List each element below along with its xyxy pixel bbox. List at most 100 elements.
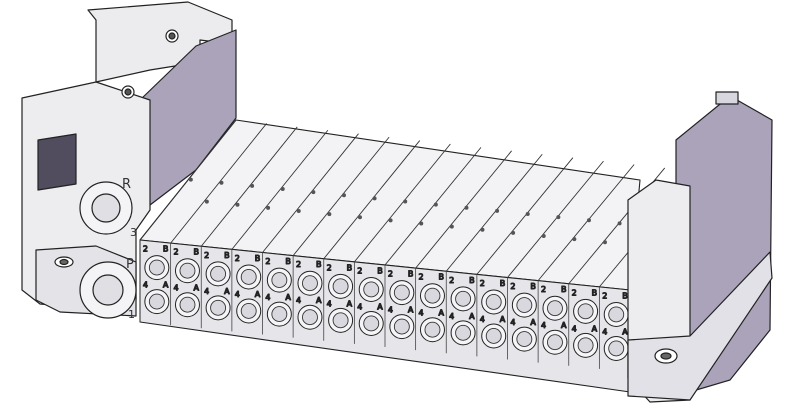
valve-port-4-label: 4 [357,302,362,311]
valve-port-4-label: 4 [327,299,332,308]
valve-slice-line [200,126,298,247]
valve-port-2-label: 2 [357,266,362,275]
fitting-bore [302,275,318,292]
valve-port-4-label: 4 [143,281,148,290]
fitting-bore [547,300,563,317]
valve-port-4-label: 4 [265,293,270,302]
valve-top-hole [495,208,500,213]
valve-port-4-label: 4 [449,312,454,321]
valve-port-4-label: 4 [418,309,423,318]
fitting-bore [608,306,625,323]
valve-slice-line [292,136,390,256]
right-top-tab [715,91,739,105]
valve-top-hole [372,196,377,201]
valve-port-b-label: B [500,279,506,288]
valve-slice-line [231,129,329,250]
valve-slice-lines [139,119,727,372]
valve-port-b-label: B [592,288,598,297]
fitting-bore [210,299,227,316]
valve-top-hole [572,237,577,242]
valve-port-2-label: 2 [388,270,393,279]
valve-port-2-label: 2 [143,245,148,254]
port-p-label: P [126,257,134,272]
valve-port-b-label: B [255,254,261,263]
valve-port-2-label: 2 [418,273,423,282]
valve-port-a-label: A [500,315,506,324]
valve-port-a-label: A [255,290,261,299]
valve-port-2-label: 2 [235,254,240,263]
valve-port-4-label: 4 [388,306,393,315]
valve-slice-line [139,119,237,241]
fitting-bore [485,327,502,344]
valve-top-hole [296,208,301,213]
valve-top-hole [449,224,454,229]
valve-port-a-label: A [561,321,567,330]
valve-port-a-label: A [592,324,598,333]
valve-port-a-label: A [438,309,444,318]
fitting-bore [393,284,410,301]
valve-top-hole [480,227,485,232]
valve-slice-line [476,157,574,275]
valve-port-4-label: 4 [204,287,209,296]
valve-port-2-label: 2 [173,248,178,257]
top-screw-hole-inner [168,32,176,40]
valve-port-2-label: 2 [541,285,546,294]
valve-top-hole [541,233,546,238]
valve-top-hole [433,202,438,207]
valve-port-4-label: 4 [235,290,240,299]
left-end-plate [21,1,237,319]
fitting-bore [240,268,257,285]
fitting-bore [332,278,349,295]
valve-port-a-label: A [408,306,414,315]
valve-slice-line [354,143,451,263]
valve-port-2-label: 2 [572,288,577,297]
valve-port-b-label: B [316,260,322,269]
valve-port-b-label: B [224,251,230,260]
valve-port-b-label: B [561,285,567,294]
fitting-bore [455,290,472,307]
base-mount-hole-inner [59,258,69,266]
valve-top-hole [602,240,607,245]
valve-port-4-label: 4 [510,318,515,327]
fitting-bore [148,293,165,310]
valve-top-hole [250,183,255,188]
valve-port-2-label: 2 [449,276,454,285]
valve-port-a-label: A [347,299,353,308]
valve-top-hole [266,205,271,210]
valve-top-hole [235,202,240,207]
valve-top-hole [586,218,591,223]
valve-slice-line [170,123,267,244]
valve-port-a-label: A [224,287,230,296]
valve-top-hole [388,218,393,223]
valve-port-2-label: 2 [327,263,332,272]
fitting-bore [393,318,410,335]
valve-top-hole [403,199,408,204]
fitting-bore [516,297,533,314]
fitting-bore [363,281,380,298]
valve-top-hole [464,205,469,210]
valve-port-2-label: 2 [480,279,485,288]
fitting-bore [485,293,502,310]
valve-top-hole [188,177,193,182]
valve-port-a-label: A [193,284,199,293]
valve-top-hole [204,199,209,204]
valve-port-b-label: B [438,273,444,282]
valve-top-hole [511,230,516,235]
valve-top-hole [327,212,332,217]
valve-port-b-label: B [377,266,383,275]
valve-port-2-label: 2 [265,257,270,266]
valve-port-2-label: 2 [602,291,607,300]
valve-port-4-label: 4 [296,296,301,305]
valve-port-b-label: B [408,270,414,279]
valve-top-hole [556,215,561,220]
fitting-bore [516,331,533,348]
valve-top-hole [419,221,424,226]
fitting-bore [148,259,165,276]
valve-slice-line [445,153,543,272]
valve-top-hole [525,211,530,216]
fitting-bore [179,296,196,313]
fitting-bore [271,272,288,289]
valve-slice-line [384,147,482,266]
